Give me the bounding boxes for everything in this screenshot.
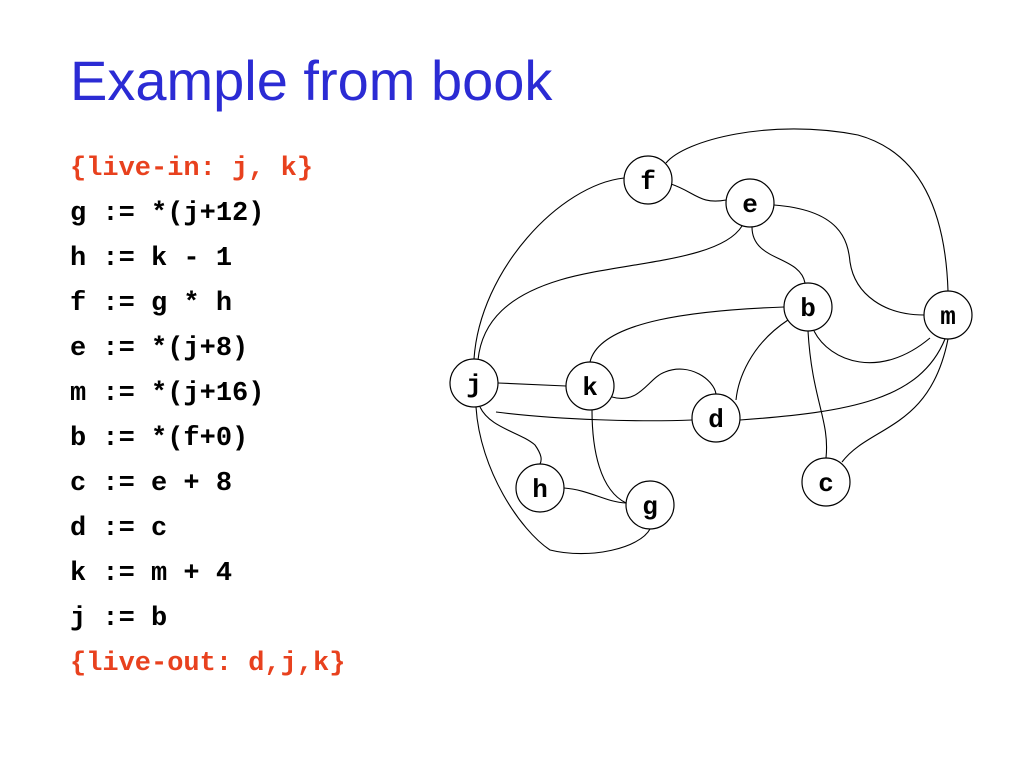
edge-k-d xyxy=(611,368,717,399)
node-m: m xyxy=(923,290,973,340)
node-h: h xyxy=(515,463,565,513)
code-line: f := g * h xyxy=(70,289,233,319)
node-label: e xyxy=(742,190,758,220)
code-line: h := k - 1 xyxy=(70,244,233,274)
node-circle xyxy=(565,361,615,411)
edge-f-e xyxy=(670,183,727,202)
graph-edges xyxy=(473,128,949,555)
node-label: d xyxy=(708,405,724,435)
edge-b-m xyxy=(813,330,931,364)
code-line: c := e + 8 xyxy=(70,469,233,499)
node-label: g xyxy=(642,492,658,522)
node-circle xyxy=(623,155,673,205)
node-circle xyxy=(515,463,565,513)
edge-e-b xyxy=(751,226,806,284)
node-label: f xyxy=(640,167,656,197)
node-d: d xyxy=(691,393,741,443)
node-b: b xyxy=(783,282,833,332)
edge-j-h xyxy=(479,406,542,465)
node-e: e xyxy=(725,178,775,228)
node-c: c xyxy=(801,457,851,507)
edge-j-g xyxy=(475,406,651,555)
edge-b-k xyxy=(589,306,785,363)
node-j: j xyxy=(449,358,499,408)
edge-c-m xyxy=(841,338,949,463)
edge-j-k xyxy=(497,382,567,387)
node-label: j xyxy=(466,370,482,400)
edge-e-m xyxy=(773,204,925,316)
edge-b-d xyxy=(735,319,789,401)
node-g: g xyxy=(625,480,675,530)
node-label: c xyxy=(818,469,834,499)
node-circle xyxy=(449,358,499,408)
edge-k-g xyxy=(591,409,627,504)
code-line: d := c xyxy=(70,514,168,544)
node-label: k xyxy=(582,373,598,403)
node-circle xyxy=(923,290,973,340)
node-label: m xyxy=(940,302,956,332)
code-listing: {live-in: j, k} g := *(j+12) h := k - 1 f :… xyxy=(70,150,345,690)
node-label: b xyxy=(800,294,816,324)
edge-f-j xyxy=(473,177,625,360)
edge-b-c xyxy=(807,330,828,459)
live-annotation-line: {live-in: j, k} xyxy=(70,154,314,184)
code-line: e := *(j+8) xyxy=(70,334,249,364)
node-circle xyxy=(691,393,741,443)
node-f: f xyxy=(623,155,673,205)
slide-title: Example from book xyxy=(70,49,553,112)
code-line: j := b xyxy=(70,604,168,634)
code-line: g := *(j+12) xyxy=(70,199,265,229)
live-annotation-line: {live-out: d,j,k} xyxy=(70,649,346,679)
node-label: h xyxy=(532,475,548,505)
code-line: k := m + 4 xyxy=(70,559,233,589)
edge-d-m xyxy=(739,338,946,421)
node-k: k xyxy=(565,361,615,411)
node-circle xyxy=(725,178,775,228)
edge-e-j xyxy=(477,225,743,361)
edge-f-m xyxy=(665,128,949,292)
code-line: m := *(j+16) xyxy=(70,379,265,409)
edge-h-g xyxy=(563,487,627,504)
node-circle xyxy=(801,457,851,507)
edge-j-d xyxy=(495,411,693,422)
graph-nodes: f e b m j k d c h g xyxy=(449,155,973,530)
node-circle xyxy=(625,480,675,530)
node-circle xyxy=(783,282,833,332)
code-line: b := *(f+0) xyxy=(70,424,249,454)
